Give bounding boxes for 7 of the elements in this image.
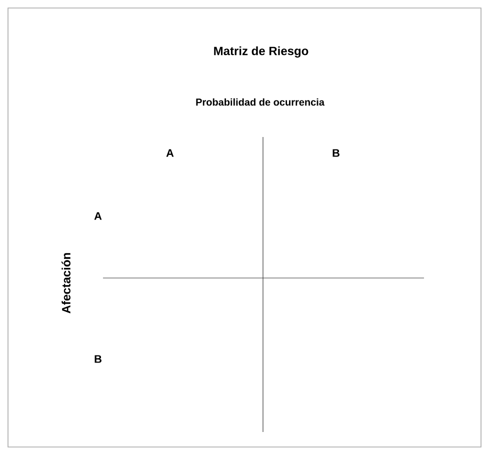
axis-title: Afectación: [62, 253, 70, 314]
column-header: A: [166, 149, 174, 157]
row-header: B: [94, 355, 102, 363]
row-header: A: [94, 212, 102, 220]
axis-title: Probabilidad de ocurrencia: [196, 98, 325, 106]
title: Matriz de Riesgo: [214, 46, 308, 58]
column-header: B: [332, 149, 340, 157]
